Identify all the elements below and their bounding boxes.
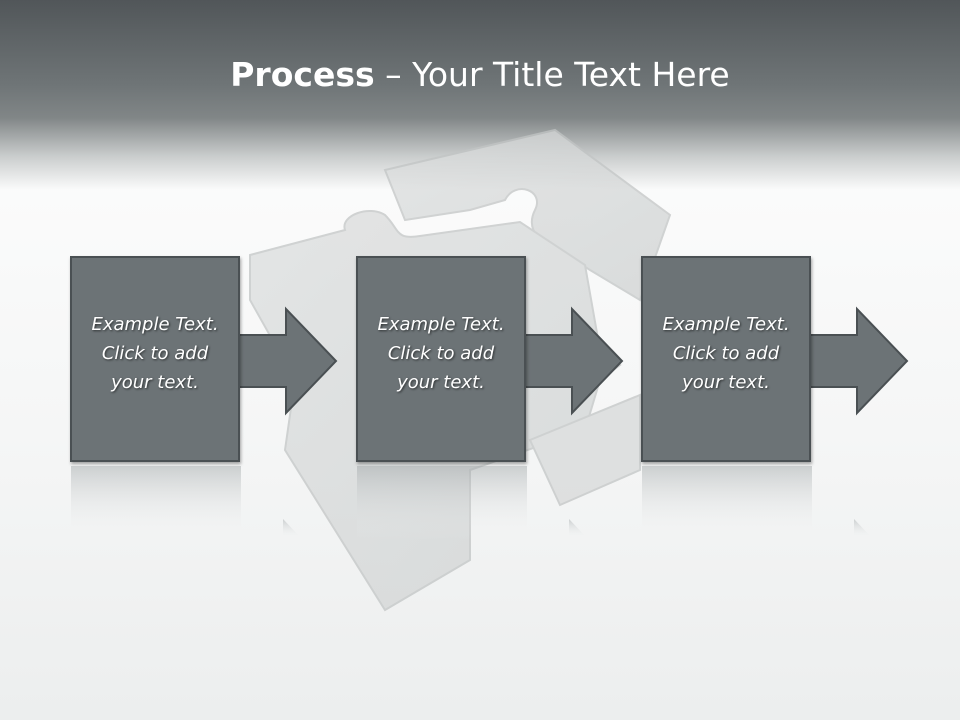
- step-text-line: Click to add: [387, 343, 495, 364]
- arrow-right-icon: [231, 306, 338, 416]
- step-text-line: your text.: [397, 372, 485, 393]
- step-text-line: Click to add: [101, 343, 209, 364]
- step-box[interactable]: Example Text. Click to add your text.: [641, 256, 811, 462]
- step-text-line: Example Text.: [91, 314, 219, 335]
- step-text[interactable]: Example Text. Click to add your text.: [643, 310, 809, 397]
- step-text[interactable]: Example Text. Click to add your text.: [72, 310, 238, 397]
- title-rest: – Your Title Text Here: [374, 55, 730, 94]
- step-text[interactable]: Example Text. Click to add your text.: [358, 310, 524, 397]
- arrow-right-icon: [517, 306, 624, 416]
- slide-title[interactable]: Process – Your Title Text Here: [0, 54, 960, 96]
- step-text-line: Example Text.: [377, 314, 505, 335]
- step-text-line: Example Text.: [662, 314, 790, 335]
- step-text-line: Click to add: [672, 343, 780, 364]
- step-reflection: [71, 466, 873, 541]
- step-box[interactable]: Example Text. Click to add your text.: [356, 256, 526, 462]
- step-box[interactable]: Example Text. Click to add your text.: [70, 256, 240, 462]
- arrow-right-icon: [802, 306, 909, 416]
- title-bold: Process: [230, 55, 375, 94]
- step-text-line: your text.: [111, 372, 199, 393]
- step-text-line: your text.: [682, 372, 770, 393]
